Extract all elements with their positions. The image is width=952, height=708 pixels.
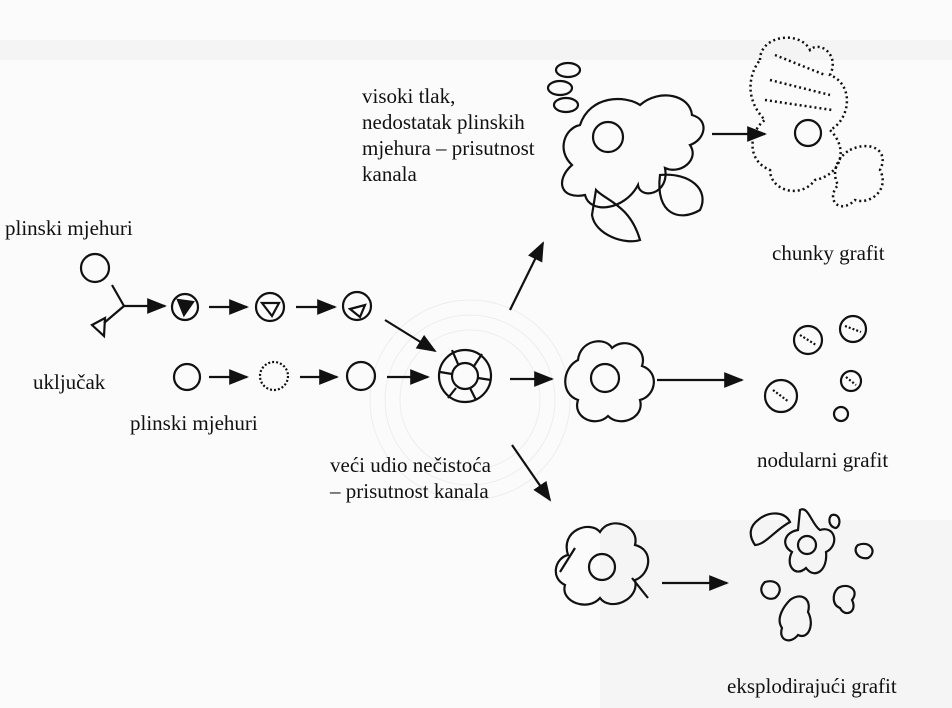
inclusion-start-icon <box>92 318 105 336</box>
impurity-line-2: – prisutnost kanala <box>330 478 491 504</box>
gas-bubble-start-icon <box>81 254 109 282</box>
impurity-note: veći udio nečistoća – prisutnost kanala <box>330 452 491 504</box>
nodular-graphite-icon <box>765 316 866 421</box>
gas-bubbles-top-label: plinski mjehuri <box>5 215 133 241</box>
arrow-to-chunky <box>510 243 543 310</box>
chunky-graphite-label: chunky grafit <box>772 240 885 266</box>
rosette-nodule-icon <box>565 341 654 421</box>
impurity-line-1: veći udio nečistoća <box>330 452 491 478</box>
high-pressure-line-4: kanala <box>362 161 535 187</box>
exploded-graphite-label: eksplodirajući grafit <box>727 673 897 699</box>
central-segmented-nodule-icon <box>439 350 491 402</box>
bubble-nucleating-icon <box>260 362 288 390</box>
inclusion-label: uključak <box>33 369 105 395</box>
high-pressure-line-1: visoki tlak, <box>362 83 535 109</box>
arrow-top-to-center <box>385 320 435 351</box>
bubble-filled-icon <box>347 362 375 390</box>
high-pressure-line-2: nedostatak plinskih <box>362 109 535 135</box>
gas-bubbles-bottom-label: plinski mjehuri <box>130 410 258 436</box>
high-pressure-note: visoki tlak, nedostatak plinskih mjehura… <box>362 83 535 187</box>
nodular-graphite-label: nodularni grafit <box>757 447 888 473</box>
gas-bubble-bottom-icon <box>174 364 200 390</box>
arrow-to-exploded-precursor <box>512 445 550 500</box>
high-pressure-line-3: mjehura – prisutnost <box>362 135 535 161</box>
chunky-graphite-core-icon <box>795 120 821 146</box>
channelled-structure-icon <box>548 63 704 241</box>
merge-connector <box>104 285 165 323</box>
